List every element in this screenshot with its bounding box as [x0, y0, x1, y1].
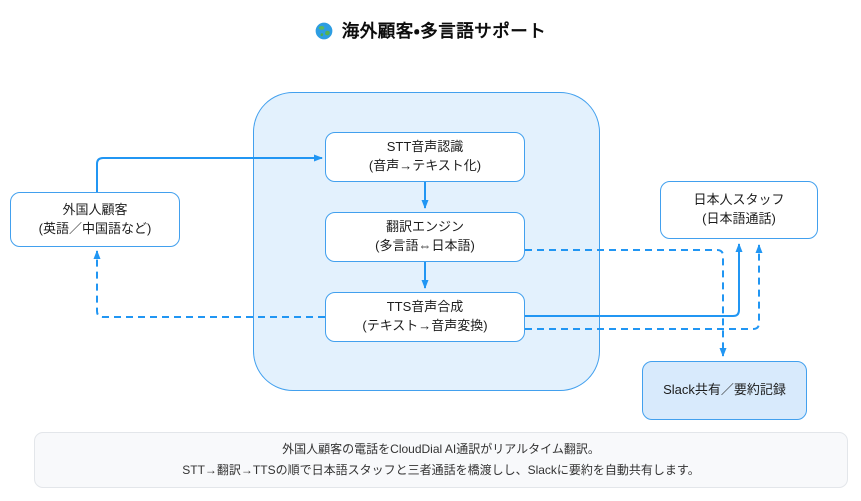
node-japanese-staff-subtitle: (日本語通話): [702, 211, 776, 226]
node-slack-share: Slack共有／要約記録: [642, 361, 807, 420]
node-foreign-customer-title: 外国人顧客: [62, 201, 128, 217]
node-translation-engine-subtitle: (多言語⇔日本語): [375, 238, 475, 253]
description-panel: 外国人顧客の電話をCloudDial AI通訳がリアルタイム翻訳。 STT→翻訳…: [34, 432, 848, 488]
title-text: 海外顧客・多言語サポート: [341, 21, 547, 41]
description-line-2: STT→翻訳→TTSの順で日本語スタッフと三者通話を橋渡しし、Slackに要約を…: [182, 463, 700, 477]
node-japanese-staff: 日本人スタッフ (日本語通話): [660, 181, 818, 239]
node-slack-share-label: Slack共有／要約記録: [663, 382, 786, 398]
edge-tts-to-staff-dashed: [525, 244, 763, 330]
edge-translate-to-slack: [525, 249, 727, 357]
edge-tts-to-foreign: [93, 250, 325, 318]
node-stt-subtitle: (音声→テキスト化): [368, 158, 482, 173]
node-foreign-customer: 外国人顧客 (英語／中国語など): [10, 192, 180, 247]
node-stt-title: STT音声認識: [386, 139, 464, 155]
node-translation-engine-title: 翻訳エンジン: [385, 219, 464, 235]
node-tts-subtitle: (テキスト→音声変換): [362, 318, 488, 333]
node-translation-engine: 翻訳エンジン (多言語⇔日本語): [325, 212, 525, 262]
node-foreign-customer-subtitle: (英語／中国語など): [38, 220, 152, 236]
edge-foreign-to-stt: [96, 154, 323, 192]
edge-tts-to-staff-solid: [525, 243, 743, 317]
node-tts: TTS音声合成 (テキスト→音声変換): [325, 292, 525, 342]
page-title: 海外顧客・多言語サポート: [0, 18, 861, 43]
node-stt: STT音声認識 (音声→テキスト化): [325, 132, 525, 182]
node-japanese-staff-title: 日本人スタッフ: [693, 192, 785, 208]
description-line-1: 外国人顧客の電話をCloudDial AI通訳がリアルタイム翻訳。: [282, 442, 600, 456]
node-tts-title: TTS音声合成: [386, 299, 464, 315]
globe-icon: [315, 22, 333, 40]
